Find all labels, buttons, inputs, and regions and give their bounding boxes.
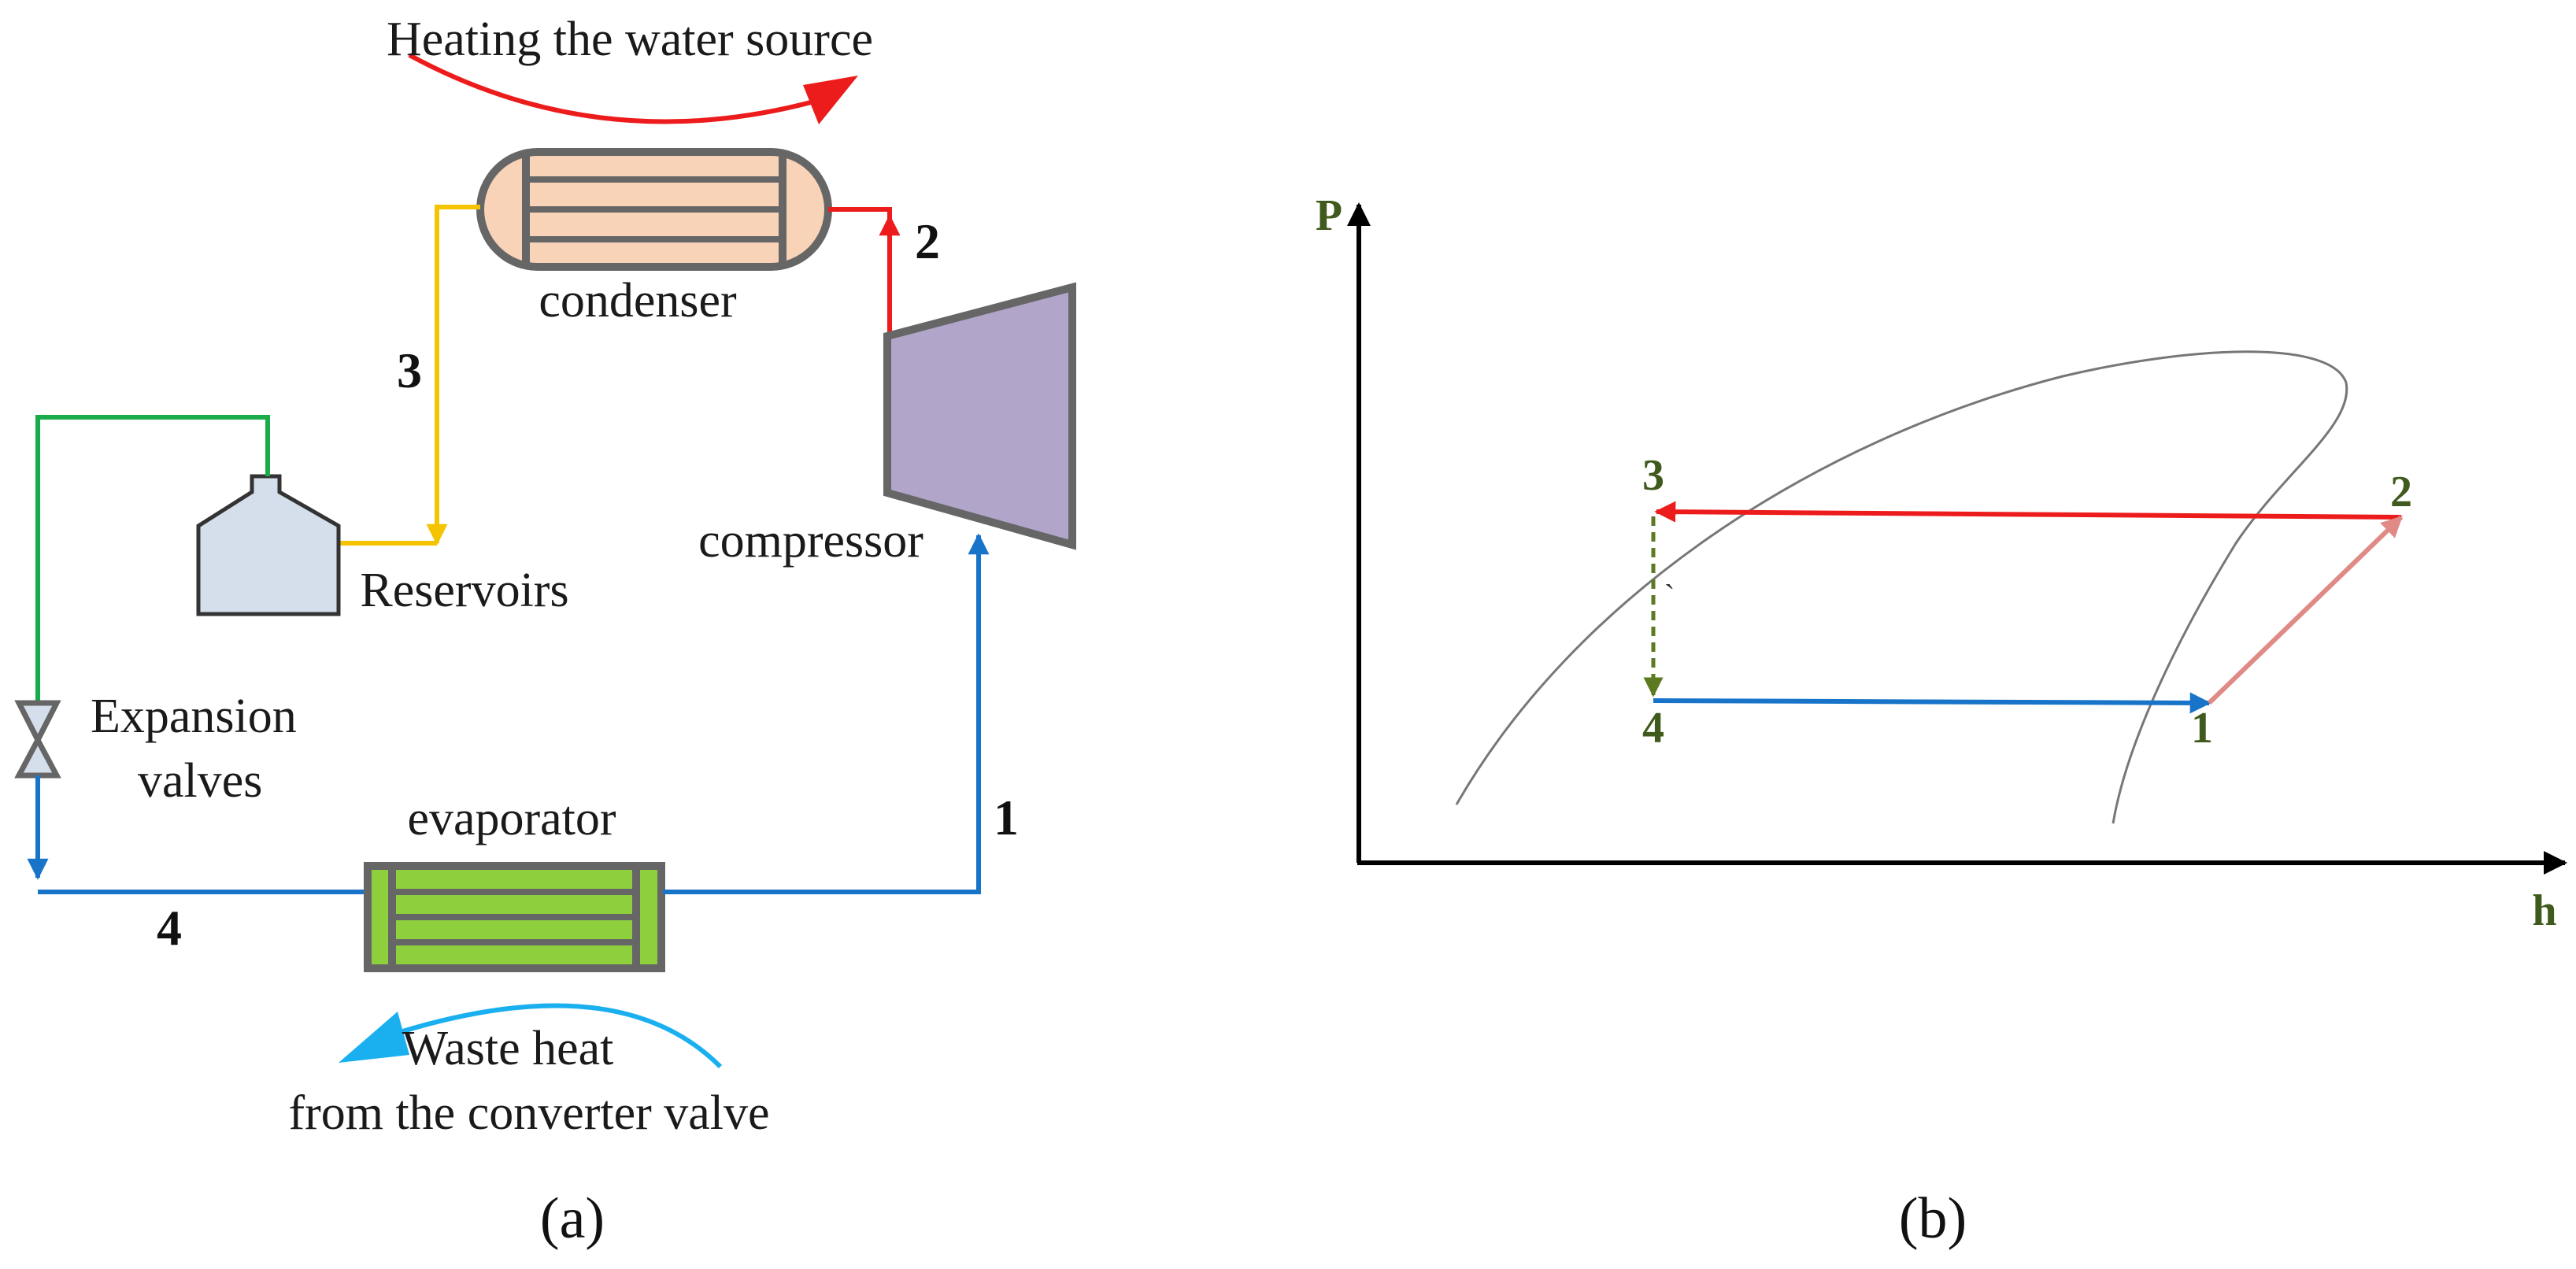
condenser (476, 148, 832, 271)
expansion-label-line1: Expansion (91, 690, 297, 743)
process-2-3 (1654, 501, 2402, 523)
process-4-1 (1653, 692, 2211, 714)
waste-label-line2: from the converter valve (288, 1086, 769, 1140)
evaporator-label: evaporator (407, 792, 616, 845)
cold-inlet-line (27, 775, 366, 894)
heating-arrow (408, 53, 858, 124)
state-4-label: 4 (157, 900, 182, 956)
y-axis-label: P (1316, 191, 1342, 240)
compressor (883, 282, 1076, 550)
state-3-label: 3 (397, 342, 422, 398)
point-2-label: 2 (2390, 468, 2412, 516)
evaporator (364, 862, 665, 972)
state-2-label: 2 (915, 213, 940, 269)
state-1-label: 1 (994, 790, 1019, 845)
compressor-label: compressor (698, 514, 923, 568)
reservoir (196, 474, 341, 616)
waste-label-line1: Waste heat (402, 1022, 614, 1075)
caption-b: (b) (1899, 1186, 1967, 1251)
point-3-label: 3 (1642, 451, 1664, 500)
liquid-line (339, 205, 480, 546)
process-1-2 (2207, 515, 2404, 705)
panel-b: P h 3 2 4 1 ` (b) (1316, 191, 2567, 1251)
stray-mark: ` (1664, 578, 1675, 613)
waste-heat-arrow (339, 1003, 723, 1069)
panel-a: Heating the water source condenser 2 com… (14, 13, 1076, 1251)
condenser-label: condenser (539, 274, 737, 327)
caption-a: (a) (540, 1186, 605, 1251)
point-4-label: 4 (1642, 704, 1664, 753)
expansion-label-line2: valves (138, 754, 262, 808)
hot-discharge-line (828, 207, 901, 336)
saturation-dome (1455, 350, 2348, 824)
x-axis-label: h (2532, 886, 2556, 935)
reservoirs-label: Reservoirs (360, 564, 568, 617)
expansion-valve (14, 700, 61, 779)
valve-feed-line (35, 415, 270, 703)
heating-label: Heating the water source (387, 13, 873, 66)
suction-line (663, 533, 990, 894)
point-1-label: 1 (2191, 704, 2213, 753)
